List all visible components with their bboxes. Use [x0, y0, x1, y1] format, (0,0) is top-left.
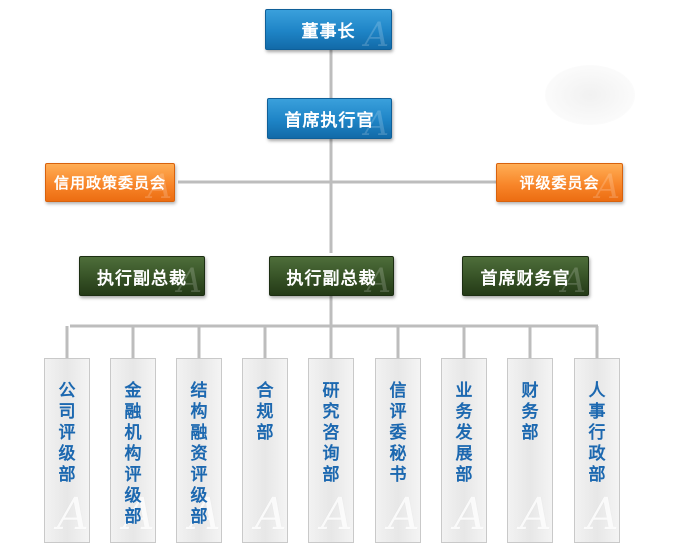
watermark-letter: A [255, 489, 287, 540]
department-label: 金 融 机 构 评 级 部 [124, 381, 142, 527]
watermark-letter: A [321, 489, 353, 540]
executive-vp-box-1[interactable]: A 执行副总裁 [79, 256, 205, 296]
watermark-letter: A [520, 489, 552, 540]
department-box[interactable]: 公 司 评 级 部 A [44, 358, 90, 543]
department-box[interactable]: 人 事 行 政 部 A [574, 358, 620, 543]
watermark-letter: A [364, 15, 388, 50]
department-label: 公 司 评 级 部 [58, 381, 76, 485]
chairman-box[interactable]: A 董事长 [265, 9, 392, 50]
watermark-letter: A [388, 489, 420, 540]
department-label: 信 评 委 秘 书 [389, 381, 407, 485]
ceo-label: 首席执行官 [284, 111, 375, 131]
executive-vp-label: 执行副总裁 [286, 268, 377, 289]
credit-policy-committee-box[interactable]: A 信用政策委员会 [45, 163, 175, 202]
ceo-box[interactable]: A 首席执行官 [267, 98, 392, 139]
department-label: 业 务 发 展 部 [455, 381, 473, 485]
executive-vp-label: 执行副总裁 [97, 268, 187, 289]
background-glare [545, 65, 635, 125]
department-box[interactable]: 信 评 委 秘 书 A [375, 358, 421, 543]
watermark-letter: A [57, 489, 89, 540]
department-box[interactable]: 合 规 部 A [242, 358, 288, 543]
cfo-box[interactable]: A 首席财务官 [462, 256, 589, 296]
rating-committee-box[interactable]: A 评级委员会 [496, 163, 623, 202]
department-box[interactable]: 业 务 发 展 部 A [441, 358, 487, 543]
department-label: 合 规 部 [256, 381, 274, 443]
chairman-label: 董事长 [301, 22, 356, 42]
department-label: 研 究 咨 询 部 [322, 381, 340, 485]
credit-policy-committee-label: 信用政策委员会 [53, 174, 166, 192]
department-label: 财 务 部 [521, 381, 539, 443]
department-box[interactable]: 研 究 咨 询 部 A [308, 358, 354, 543]
department-label: 人 事 行 政 部 [588, 381, 606, 485]
department-box[interactable]: 财 务 部 A [507, 358, 553, 543]
cfo-label: 首席财务官 [480, 268, 571, 289]
watermark-letter: A [587, 489, 619, 540]
rating-committee-label: 评级委员会 [519, 174, 600, 192]
executive-vp-box-2[interactable]: A 执行副总裁 [269, 256, 394, 296]
watermark-letter: A [454, 489, 486, 540]
department-label: 结 构 融 资 评 级 部 [190, 381, 208, 527]
